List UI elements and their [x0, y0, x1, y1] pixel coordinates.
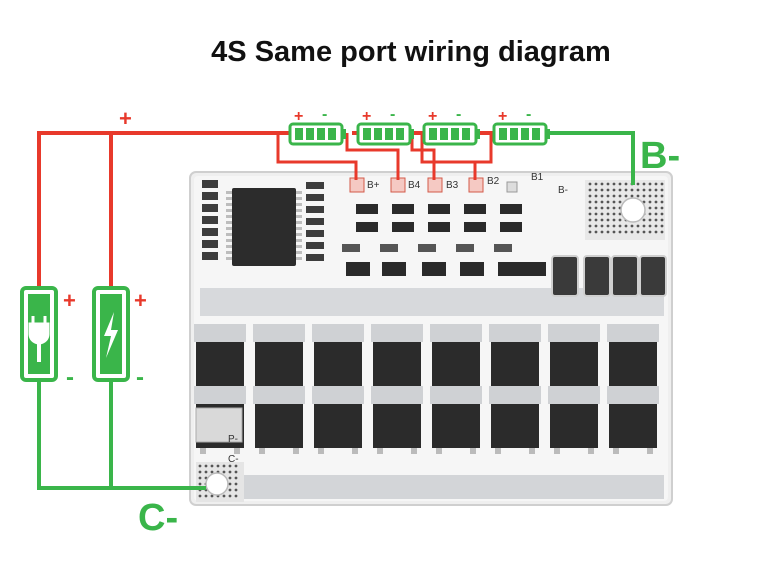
pad-b1	[506, 181, 518, 193]
silk-b2: B2	[487, 176, 500, 187]
cell-plus-label: +	[498, 108, 507, 125]
pack-plus-label: +	[63, 288, 76, 313]
silk-b1: B1	[531, 172, 544, 183]
b-minus-label: B-	[640, 135, 680, 177]
cell-plus-label: +	[294, 108, 303, 125]
pad-b-plus	[349, 177, 365, 193]
top-plus-label: +	[119, 106, 132, 131]
page-title: 4S Same port wiring diagram	[211, 36, 611, 68]
cell-minus-label: -	[456, 106, 461, 123]
lightning-battery-icon	[92, 286, 130, 382]
charger-plus-label: +	[134, 288, 147, 313]
battery-cell-icon	[356, 122, 414, 146]
silk-b-plus: B+	[367, 180, 380, 191]
p-c-connector	[195, 407, 243, 443]
c-minus-label: C-	[138, 497, 178, 539]
cell-minus-label: -	[322, 106, 327, 123]
b-minus-hole	[620, 197, 646, 223]
pad-b2	[468, 177, 484, 193]
silk-p-minus: P-	[228, 434, 238, 445]
positive-wires	[37, 131, 494, 290]
silk-b4: B4	[408, 180, 421, 191]
cell-minus-label: -	[390, 106, 395, 123]
pad-b3	[427, 177, 443, 193]
silk-b-minus: B-	[558, 185, 568, 196]
battery-cell-icon	[492, 122, 550, 146]
cell-plus-label: +	[428, 108, 437, 125]
bms-board: B+ B4 B3 B2 B1 B- P- C-	[189, 171, 673, 506]
silk-b3: B3	[446, 180, 459, 191]
battery-cell-icon	[288, 122, 346, 146]
negative-wires	[37, 131, 635, 490]
cell-minus-label: -	[526, 106, 531, 123]
silk-c-minus: C-	[228, 454, 239, 465]
charger-minus-label: -	[136, 364, 144, 391]
pack-minus-label: -	[66, 364, 74, 391]
cell-plus-label: +	[362, 108, 371, 125]
battery-cell-icon	[422, 122, 480, 146]
plug-icon	[20, 286, 58, 382]
battery-cells: + - + - + - + -	[288, 106, 550, 146]
pad-b4	[390, 177, 406, 193]
c-minus-hole	[205, 472, 229, 496]
